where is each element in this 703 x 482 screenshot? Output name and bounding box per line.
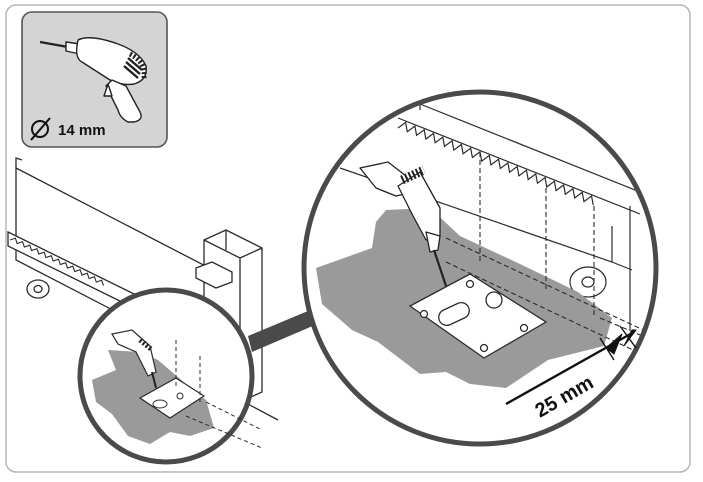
drill-zoom-icon	[359, 161, 448, 287]
base-plate	[408, 273, 548, 359]
diameter-icon	[30, 117, 51, 141]
drill-inset-panel: 14 mm	[21, 11, 168, 148]
base-plate-small	[138, 377, 206, 419]
guide-block	[195, 261, 233, 289]
magnifier-connector	[248, 306, 322, 352]
rack-teeth-zoom	[397, 121, 594, 206]
dimension-arrow-icon	[505, 325, 637, 406]
gate-roller-left	[26, 279, 50, 299]
drill-icon	[39, 37, 147, 123]
small-detail-circle	[77, 287, 263, 465]
rack-teeth	[9, 237, 104, 286]
drill-diameter-label: 14 mm	[58, 122, 106, 139]
magnifier-circle-icon	[301, 89, 659, 447]
